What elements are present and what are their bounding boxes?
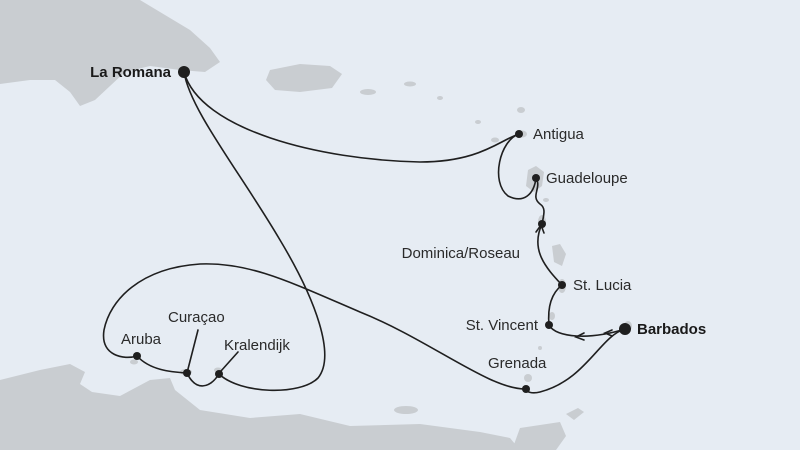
label-antigua: Antigua	[533, 126, 585, 143]
leader-kralendijk	[220, 351, 239, 372]
land-trinidad	[512, 422, 566, 450]
label-barbados: Barbados	[637, 321, 706, 338]
land-barbuda	[517, 107, 525, 113]
route-guadeloupe-dominica	[535, 177, 545, 225]
label-kralendijk: Kralendijk	[224, 337, 290, 354]
route-curacao-kralendijk	[186, 372, 220, 387]
land-islet-5	[491, 137, 499, 143]
route-layer	[102, 71, 626, 394]
land-islet-3	[437, 96, 443, 100]
route-grenada-aruba	[102, 263, 527, 390]
leader-curacao	[187, 329, 199, 370]
route-dominica-st-lucia	[537, 223, 563, 286]
label-curacao: Curaçao	[168, 309, 225, 326]
land-tobago	[566, 408, 584, 420]
port-marker-curacao[interactable]	[183, 369, 191, 377]
land-grenadines	[538, 346, 542, 350]
port-marker-barbados[interactable]	[619, 323, 631, 335]
port-marker-aruba[interactable]	[133, 352, 141, 360]
leader-lines	[187, 329, 239, 372]
land-st-vincent	[549, 312, 555, 320]
port-marker-kralendijk[interactable]	[215, 370, 223, 378]
label-guadeloupe: Guadeloupe	[546, 170, 628, 187]
land-hispaniola	[0, 0, 220, 106]
label-dominica: Dominica/Roseau	[402, 245, 520, 262]
label-aruba: Aruba	[121, 331, 162, 348]
land-aruba	[130, 359, 138, 365]
arrow-barbados-2	[602, 329, 613, 337]
land-venezuela	[0, 364, 520, 450]
route-kralendijk-la-romana	[183, 71, 326, 392]
port-marker-antigua[interactable]	[515, 130, 523, 138]
land-islet-4	[475, 120, 481, 124]
port-marker-st-lucia[interactable]	[558, 281, 566, 289]
land-puerto-rico	[266, 64, 342, 92]
label-st-vincent: St. Vincent	[466, 317, 539, 334]
route-antigua-guadeloupe	[497, 133, 537, 200]
port-marker-dominica[interactable]	[538, 220, 546, 228]
land-islet-2	[404, 81, 416, 87]
port-marker-la-romana[interactable]	[178, 66, 190, 78]
port-marker-st-vincent[interactable]	[545, 321, 553, 329]
port-marker-guadeloupe[interactable]	[532, 174, 540, 182]
land-islet-1	[360, 89, 376, 95]
labels-layer: La Romana Antigua Guadeloupe Dominica/Ro…	[90, 64, 706, 372]
label-st-lucia: St. Lucia	[573, 277, 632, 294]
route-aruba-curacao	[136, 355, 188, 374]
land-marie-galante	[543, 198, 549, 202]
route-la-romana-antigua	[183, 71, 520, 163]
land-martinique	[552, 244, 566, 266]
label-la-romana: La Romana	[90, 64, 172, 81]
label-grenada: Grenada	[488, 355, 547, 372]
ports-layer	[133, 66, 631, 393]
land-layer	[0, 0, 632, 450]
land-margarita	[394, 406, 418, 414]
port-marker-grenada[interactable]	[522, 385, 530, 393]
arrow-barbados-1	[574, 332, 585, 341]
land-grenada	[524, 374, 532, 382]
